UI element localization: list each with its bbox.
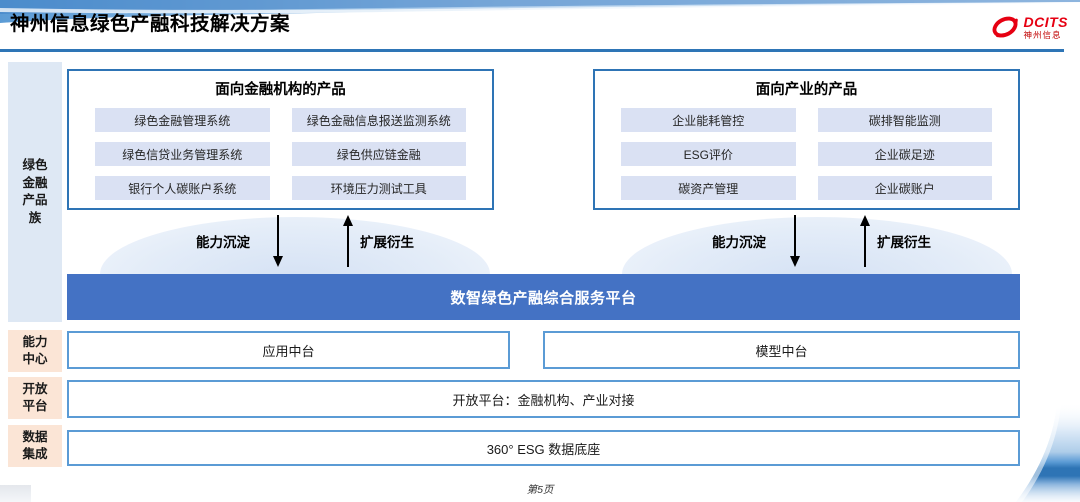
brand-name-cn: 神州信息 [1023,29,1062,40]
financial-products-title: 面向金融机构的产品 [215,82,346,98]
dcits-swirl-icon [992,16,1018,38]
title-divider [0,49,1064,52]
model-middle-platform-box: 模型中台 [543,331,1020,369]
product-chip: 银行个人碳账户系统 [95,176,270,200]
product-chip: 碳排智能监测 [817,108,992,132]
rail-open-platform-label: 开放平台 [22,381,48,414]
product-chip: 绿色金融信息报送监测系统 [291,108,466,132]
brand-name: DCITS [1023,13,1068,30]
industry-products-title: 面向产业的产品 [755,82,858,98]
product-chip: 碳资产管理 [621,176,796,200]
extension-up-label: 扩展衍生 [877,235,931,250]
arrow-up-icon [860,215,870,267]
arrow-down-icon [273,215,283,267]
product-chip: ESG评价 [621,142,796,166]
esg-data-base-box: 360° ESG 数据底座 [67,430,1020,466]
product-chip: 企业能耗管控 [621,108,796,132]
rail-product-family: 绿色金融产品族 [8,62,62,322]
dome-decoration-right [622,217,1012,274]
industry-products-box: 面向产业的产品 企业能耗管控 碳排智能监测 ESG评价 企业碳足迹 碳资产管理 … [593,69,1020,210]
footer-gray-block [0,485,31,502]
open-platform-box: 开放平台：金融机构、产业对接 [67,380,1020,418]
dome-decoration-left [100,217,490,274]
app-middle-platform-box: 应用中台 [67,331,510,369]
product-chip: 绿色金融管理系统 [95,108,270,132]
rail-data-integration-label: 数据集成 [22,429,48,462]
rail-capability-center-label: 能力中心 [22,334,48,367]
page-number: 第5页 [526,484,554,496]
rail-open-platform: 开放平台 [8,377,62,419]
capability-down-label: 能力沉淀 [196,235,250,250]
rail-capability-center: 能力中心 [8,330,62,372]
financial-products-box: 面向金融机构的产品 绿色金融管理系统 绿色金融信息报送监测系统 绿色信贷业务管理… [67,69,494,210]
platform-bar: 数智绿色产融综合服务平台 [67,274,1020,320]
product-chip: 企业碳足迹 [817,142,992,166]
product-chip: 企业碳账户 [817,176,992,200]
rail-product-family-label: 绿色金融产品族 [22,158,48,225]
product-chip: 绿色供应链金融 [291,142,466,166]
rail-data-integration: 数据集成 [8,425,62,467]
product-chip: 绿色信贷业务管理系统 [95,142,270,166]
industry-products-grid: 企业能耗管控 碳排智能监测 ESG评价 企业碳足迹 碳资产管理 企业碳账户 [595,99,1018,200]
product-chip: 环境压力测试工具 [291,176,466,200]
arrow-up-icon [343,215,353,267]
arrow-down-icon [790,215,800,267]
page-title: 神州信息绿色产融科技解决方案 [10,13,291,35]
financial-products-grid: 绿色金融管理系统 绿色金融信息报送监测系统 绿色信贷业务管理系统 绿色供应链金融… [69,99,492,200]
extension-up-label: 扩展衍生 [360,235,414,250]
capability-down-label: 能力沉淀 [712,235,766,250]
brand-logo: DCITS 神州信息 [990,13,1069,41]
